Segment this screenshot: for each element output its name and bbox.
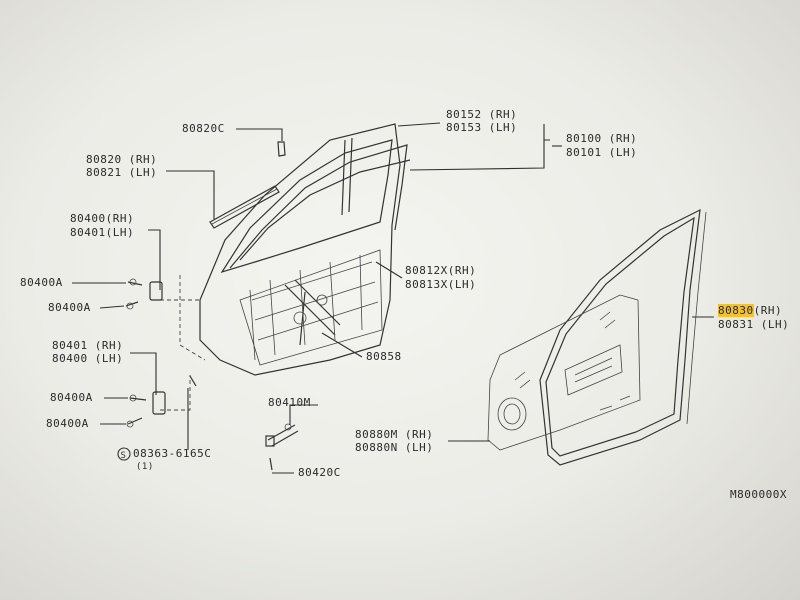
part-label-80821-lh: 80821 (LH) — [86, 166, 158, 179]
part-label-80400a-lower-2: 80400A — [46, 417, 89, 430]
part-label-80420c: 80420C — [298, 466, 341, 479]
part-label-80400-rh: 80400(RH) — [70, 212, 135, 225]
part-label-80400-lh: 80400 (LH) — [52, 352, 124, 365]
part-label-80812x-rh: 80812X(RH) — [405, 264, 477, 277]
door-trim-drawing — [487, 294, 641, 451]
highlighted-part-number: 80830 — [718, 304, 754, 317]
part-label-80400a-upper-1: 80400A — [20, 276, 63, 289]
part-label-08363: 08363-6165C — [133, 447, 212, 460]
part-label-80100-rh: 80100 (RH) — [566, 132, 638, 145]
part-side-rh: (RH) — [753, 304, 783, 317]
door-shell-drawing — [125, 123, 411, 471]
part-label-80401-rh: 80401 (RH) — [52, 339, 124, 352]
part-quantity-08363: (1) — [136, 462, 154, 472]
leader-lines — [72, 122, 714, 474]
part-label-80153-lh: 80153 (LH) — [446, 121, 518, 134]
part-label-80831-lh: 80831 (LH) — [718, 318, 790, 331]
part-label-80152-rh: 80152 (RH) — [446, 108, 518, 121]
part-label-80410m: 80410M — [268, 396, 311, 409]
circled-s-symbol: S — [117, 447, 131, 461]
part-label-80400a-upper-2: 80400A — [48, 301, 91, 314]
part-label-80813x-lh: 80813X(LH) — [405, 278, 477, 291]
diagram-code: M800000X — [730, 488, 787, 501]
part-label-80880n-lh: 80880N (LH) — [355, 441, 434, 454]
svg-text:S: S — [121, 451, 126, 461]
weatherstrip-drawing — [539, 208, 707, 466]
part-label-80401-lh: 80401(LH) — [70, 226, 135, 239]
part-label-80400a-lower-1: 80400A — [50, 391, 93, 404]
part-label-80830-rh: 80830(RH) — [718, 304, 783, 317]
part-label-80858: 80858 — [366, 350, 402, 363]
part-label-80101-lh: 80101 (LH) — [566, 146, 638, 159]
part-label-80820c: 80820C — [182, 122, 225, 135]
part-label-80820-rh: 80820 (RH) — [86, 153, 158, 166]
part-label-80880m-rh: 80880M (RH) — [355, 428, 434, 441]
